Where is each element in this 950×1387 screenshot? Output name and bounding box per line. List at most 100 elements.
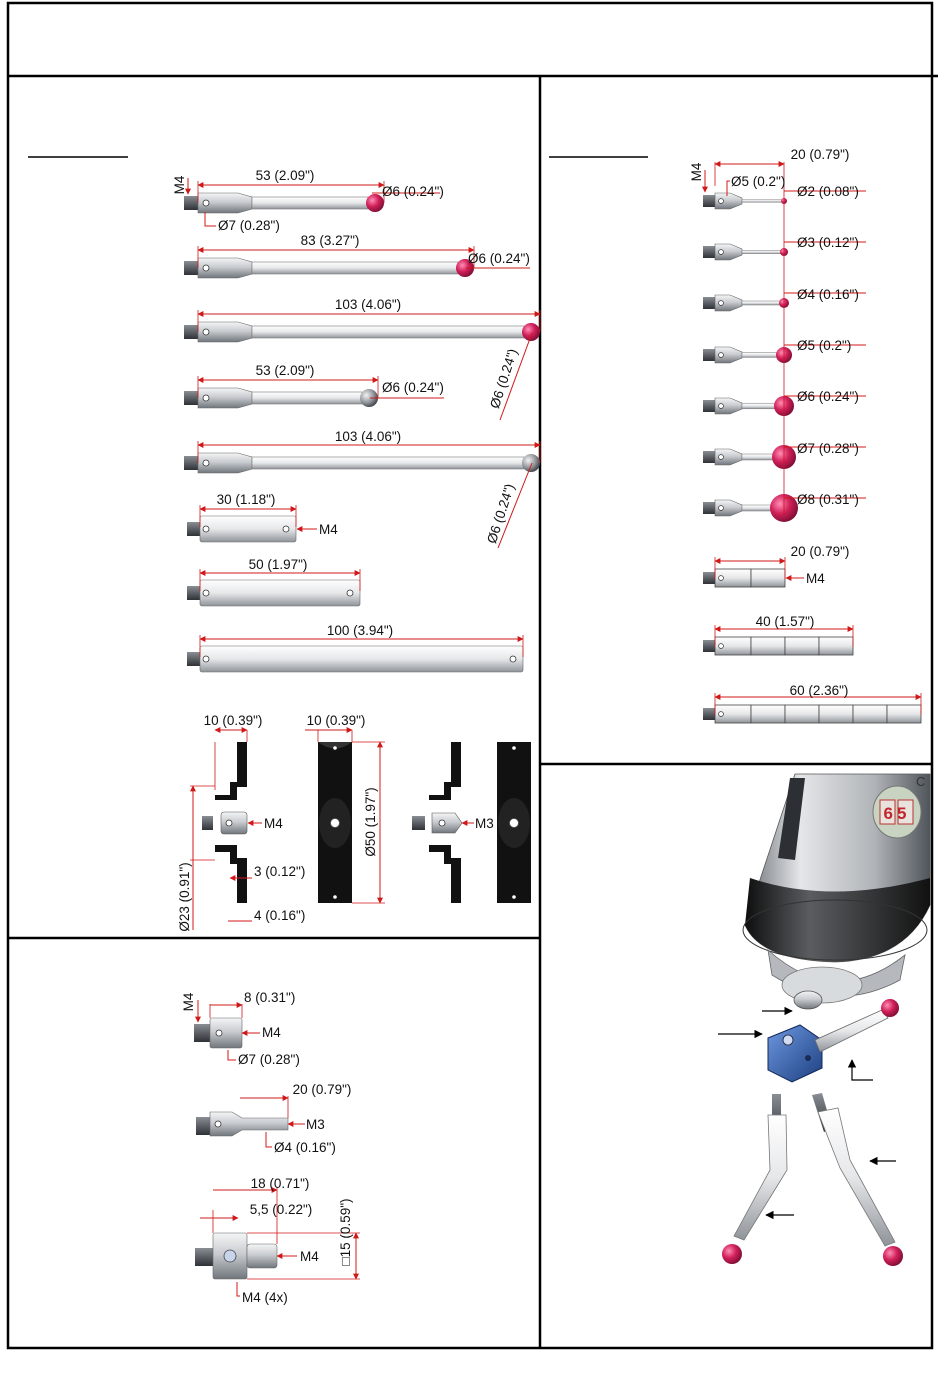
left-styli-group — [184, 181, 541, 673]
rt-extension-seg — [784, 704, 820, 724]
rt-stylus-hole — [718, 505, 724, 511]
ext-1-thread: M4 — [319, 522, 338, 537]
extension-hole-end — [282, 525, 290, 533]
rt-stylus-hole — [718, 352, 724, 358]
star-height: Ø23 (0.91") — [177, 862, 192, 931]
rt-stylus-5 — [703, 395, 866, 416]
stylus-1 — [184, 181, 385, 214]
rt-stylus-hole — [718, 454, 724, 460]
adapter-3-length: 18 (0.71") — [251, 1176, 310, 1191]
stylus-hole — [202, 328, 210, 336]
rt-stylus-shaft — [741, 250, 783, 254]
rt-stylus-shaft — [741, 504, 773, 512]
rt-stylus-hole — [718, 300, 724, 306]
extension-hole-end — [346, 589, 354, 597]
stylus-thread — [184, 196, 198, 210]
rt-stylus-thread — [703, 451, 715, 463]
stylus-thread — [184, 391, 198, 405]
rt-stylus-3 — [703, 292, 866, 312]
extension-3 — [187, 635, 524, 673]
stylus-hole — [202, 459, 210, 467]
stylus-ball — [522, 323, 540, 341]
star-center-disc-b — [497, 742, 531, 903]
rt-stylus-4-dia: Ø5 (0.2") — [797, 338, 851, 353]
extension-labels: 30 (1.18") M4 50 (1.97") 100 (3.94") — [217, 492, 394, 638]
rt-stylus-body — [714, 346, 743, 364]
rt-thread-label: M4 — [689, 162, 704, 181]
rt-extension-thread — [703, 640, 715, 652]
stylus-2-tip: Ø6 (0.24") — [468, 251, 530, 266]
rt-stylus-shaft — [741, 199, 784, 203]
rt-extension-seg — [852, 704, 888, 724]
rt-stylus-thread — [703, 246, 715, 258]
adapter-1-dia: Ø7 (0.28") — [238, 1052, 300, 1067]
rt-stylus-thread — [703, 195, 715, 207]
adapter-2-length: 20 (0.79") — [293, 1082, 352, 1097]
star-disc-dia: Ø50 (1.97") — [363, 787, 378, 856]
adapter-3-offset: 5,5 (0.22") — [250, 1202, 313, 1217]
rt-stylus-thread — [703, 349, 715, 361]
rt-stylus-hole — [718, 249, 724, 255]
probe-body-letter: C — [916, 774, 925, 789]
star-width-a: 10 (0.39") — [204, 713, 263, 728]
rt-stylus-1-dia: Ø2 (0.08") — [797, 184, 859, 199]
page-frame — [6, 1, 938, 1350]
extension-thread — [187, 652, 200, 666]
star-thread-b: M3 — [475, 816, 494, 831]
stylus-1-length: 53 (2.09") — [256, 168, 315, 183]
stylus-5 — [184, 441, 541, 474]
stylus-4 — [184, 376, 379, 409]
stylus-labels: 53 (2.09") Ø6 (0.24") 83 (3.27") Ø6 (0.2… — [256, 168, 530, 545]
stylus-shaft — [251, 196, 369, 210]
probe-display-digits: 65 — [884, 804, 911, 823]
rt-stylus-shaft — [741, 300, 782, 306]
extension-body — [199, 645, 524, 673]
star-t1: 3 (0.12") — [254, 864, 305, 879]
stylus-5-tip-leader — [497, 462, 533, 549]
star-thread-a: M4 — [264, 816, 283, 831]
rt-stylus-3-dia: Ø4 (0.16") — [797, 287, 859, 302]
rt-stylus-thread — [703, 297, 715, 309]
stylus-ball — [360, 389, 378, 407]
rt-extension-hole — [718, 643, 724, 649]
rt-extension-hole — [718, 575, 724, 581]
rt-stylus-shaft — [741, 453, 775, 461]
star-center-profile-a: M4 10 (0.39") Ø23 (0.91") 3 (0.12") 4 (0… — [177, 713, 305, 932]
stylus-ball — [522, 454, 540, 472]
rt-ext-2-length: 40 (1.57") — [756, 614, 815, 629]
rt-extension-thread — [703, 572, 715, 584]
stylus-hole — [202, 264, 210, 272]
stylus-1-extras: M4 Ø7 (0.28") — [172, 175, 280, 233]
rt-extension-seg — [818, 704, 854, 724]
rt-extension-seg — [750, 636, 786, 656]
stylus-shaft — [251, 456, 525, 470]
adapter-3-thread: M4 — [300, 1249, 319, 1264]
rt-extension-3 — [703, 693, 922, 724]
probe-led-display: 65 — [872, 785, 922, 839]
extension-hole — [202, 655, 210, 663]
rt-stylus-hole — [718, 403, 724, 409]
star-t2: 4 (0.16") — [254, 908, 305, 923]
stylus-shaft — [251, 261, 459, 275]
rt-stylus-shaft — [741, 402, 777, 410]
rt-stylus-thread — [703, 400, 715, 412]
star-center-disc-a: 10 (0.39") Ø50 (1.97") — [305, 713, 385, 904]
right-styli-group — [703, 190, 922, 724]
rt-stylus-body — [714, 294, 743, 312]
stylus-2-length: 83 (3.27") — [301, 233, 360, 248]
rt-extension-seg — [886, 704, 922, 724]
rt-stylus-shaft — [741, 352, 779, 358]
adapter-3-square: □15 (0.59") — [338, 1199, 353, 1266]
rt-extension-1 — [703, 557, 786, 588]
rt-extension-seg — [784, 636, 820, 656]
stylus-thread — [184, 325, 198, 339]
stylus-1-thread-label: M4 — [172, 175, 187, 194]
stylus-shaft — [251, 325, 525, 339]
adapter-1-end-thread: M4 — [262, 1025, 281, 1040]
adapter-2-thread: M3 — [306, 1117, 325, 1132]
right-top-labels: 20 (0.79") M4 Ø5 (0.2") Ø2 (0.08") Ø3 (0… — [689, 147, 859, 698]
star-center-profile-b: M3 — [412, 742, 494, 903]
ext-1-length: 30 (1.18") — [217, 492, 276, 507]
stylus-1-tip: Ø6 (0.24") — [382, 184, 444, 199]
rt-stylus-7-dia: Ø8 (0.31") — [797, 492, 859, 507]
